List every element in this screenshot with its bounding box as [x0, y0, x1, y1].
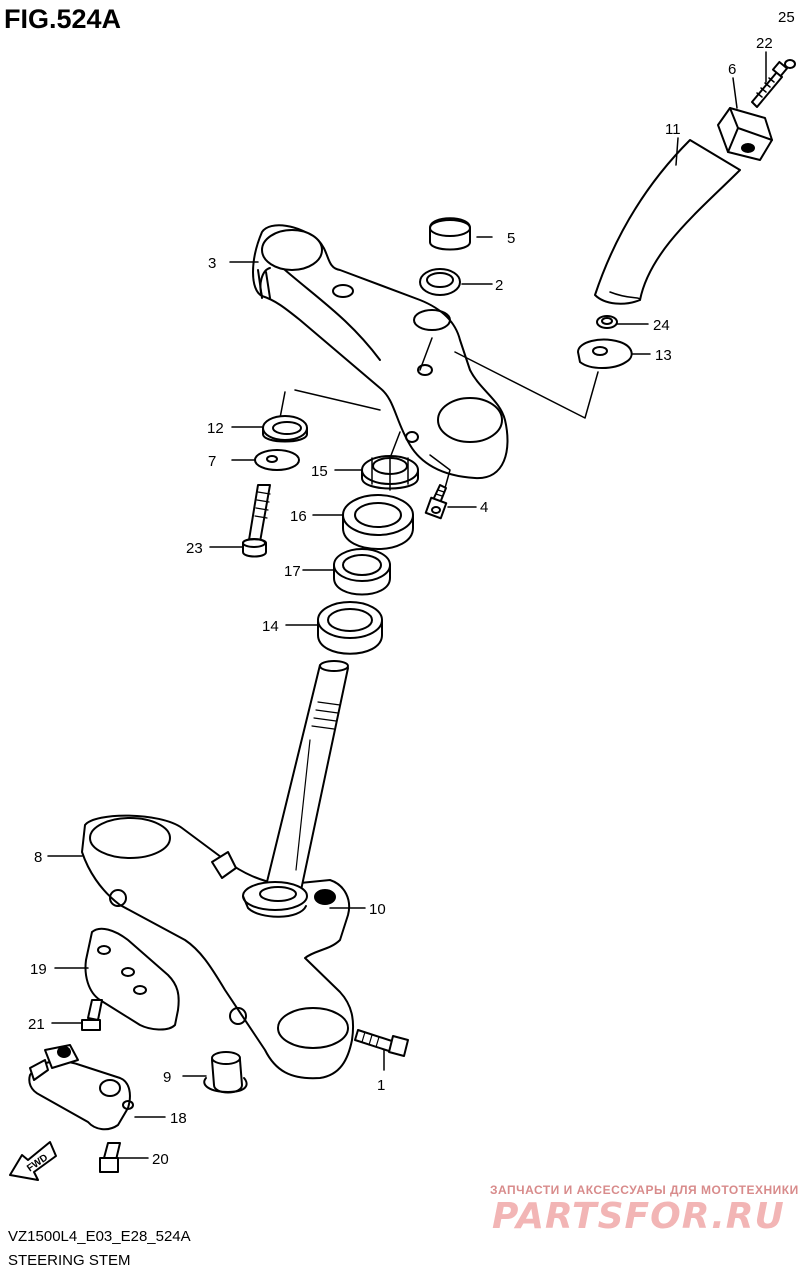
callout-12: 12 — [207, 420, 224, 437]
callout-17: 17 — [284, 563, 301, 580]
figure-caption: STEERING STEM — [8, 1252, 131, 1269]
watermark-tagline: ЗАПЧАСТИ И АКСЕССУАРЫ ДЛЯ МОТОТЕХНИКИ — [490, 1183, 799, 1197]
part-11-handlebar-cover — [594, 139, 741, 305]
callout-21: 21 — [28, 1016, 45, 1033]
part-13-plate — [577, 338, 633, 369]
callout-23: 23 — [186, 540, 203, 557]
callout-14: 14 — [262, 618, 279, 635]
callout-7: 7 — [208, 453, 216, 470]
callout-18: 18 — [170, 1110, 187, 1127]
part-4-bolt — [424, 484, 448, 520]
callout-24: 24 — [653, 317, 670, 334]
callout-numbers: 1 2 3 4 5 6 7 8 9 10 11 12 13 14 15 16 1… — [28, 9, 795, 1168]
part-22-screw — [751, 60, 789, 108]
part-24-washer — [596, 315, 618, 329]
callout-15: 15 — [311, 463, 328, 480]
part-8-lower-bracket — [81, 814, 355, 1080]
part-25-ring — [784, 59, 796, 69]
part-1-bolt — [354, 1029, 409, 1057]
part-15-nut — [361, 455, 419, 491]
callout-13: 13 — [655, 347, 672, 364]
part-2-washer — [419, 268, 461, 296]
callout-9: 9 — [163, 1069, 171, 1086]
fig-title: FIG.524A — [4, 4, 122, 34]
part-3-upper-bracket — [252, 224, 509, 480]
callout-25: 25 — [778, 9, 795, 26]
callout-3: 3 — [208, 255, 216, 272]
callout-leaders — [47, 51, 767, 1159]
callout-4: 4 — [480, 499, 488, 516]
part-14-race — [317, 601, 383, 655]
callout-16: 16 — [290, 508, 307, 525]
callout-19: 19 — [30, 961, 47, 978]
part-9-collar — [203, 1051, 248, 1094]
callout-5: 5 — [507, 230, 515, 247]
callout-1: 1 — [377, 1077, 385, 1094]
fwd-arrow-icon: FWD — [9, 1141, 57, 1181]
callout-8: 8 — [34, 849, 42, 866]
part-5-cap — [429, 217, 471, 251]
part-6-clamp — [717, 107, 773, 161]
watermark-logo: PARTSFOR.RU — [492, 1196, 785, 1237]
part-21-bolt — [81, 999, 103, 1031]
part-16-seal — [342, 494, 414, 550]
model-code: VZ1500L4_E03_E28_524A — [8, 1228, 191, 1245]
part-7-washer — [254, 449, 300, 471]
part-18-lock — [28, 1044, 134, 1131]
assembly-lines — [279, 337, 599, 489]
callout-20: 20 — [152, 1151, 169, 1168]
callout-10: 10 — [369, 901, 386, 918]
part-19-cover — [84, 927, 180, 1031]
part-23-bolt — [242, 484, 271, 558]
part-17-bearing — [333, 548, 391, 596]
part-12-washer — [262, 415, 308, 443]
callout-2: 2 — [495, 277, 503, 294]
part-10-seal — [242, 881, 308, 918]
callout-22: 22 — [756, 35, 773, 52]
steering-stem — [264, 660, 349, 896]
part-20-bolt — [99, 1142, 121, 1173]
callout-11: 11 — [665, 121, 681, 138]
callout-6: 6 — [728, 61, 736, 78]
